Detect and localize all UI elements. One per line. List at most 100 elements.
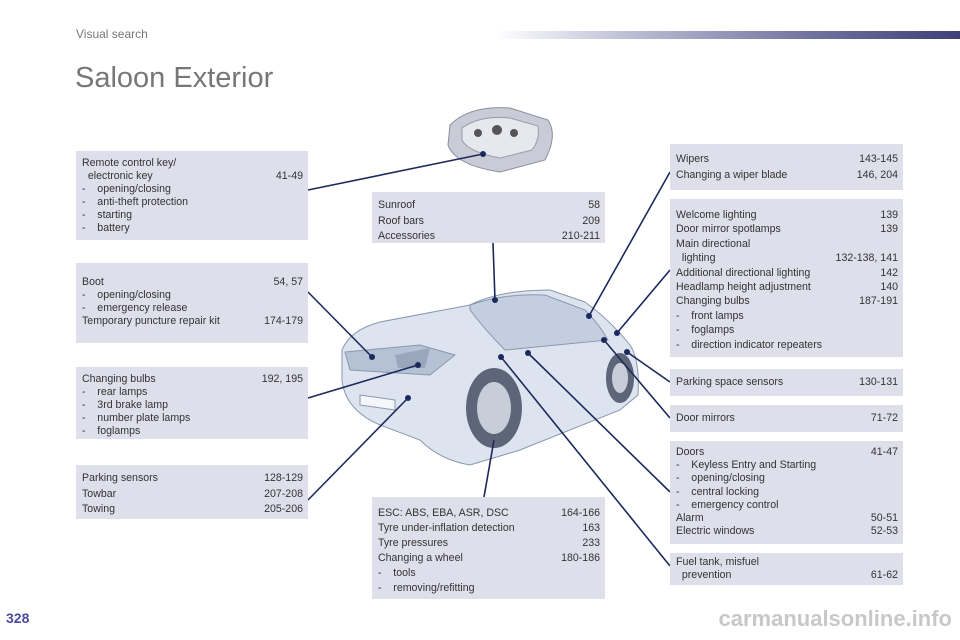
entry-pages: 143-145 [859,153,898,165]
index-entry: Changing bulbs 192, 195 [82,373,303,386]
index-entry: Main directional [676,237,898,251]
entry-label: - opening/closing [82,289,171,301]
index-entry: - emergency release [82,302,303,315]
section-label: Visual search [76,27,148,41]
index-entry: - tools [378,566,600,581]
entry-label: electronic key [82,170,153,182]
entry-label: Headlamp height adjustment [676,281,811,294]
leader-dots [369,151,630,401]
entry-label: Towbar [82,487,117,500]
entry-pages: 207-208 [264,487,303,500]
index-entry: Remote control key/ [82,157,303,170]
index-entry: Electric windows 52-53 [676,525,898,538]
entry-label: - tools [378,567,416,579]
index-entry: - foglamps [676,323,898,337]
entry-pages: 128-129 [264,472,303,484]
entry-label: Changing bulbs [676,295,750,308]
entry-label: Changing bulbs [82,373,156,385]
index-entry: - Keyless Entry and Starting [676,459,898,472]
entry-label: - Keyless Entry and Starting [676,459,817,472]
index-entry: - front lamps [676,309,898,323]
entry-pages: 52-53 [870,525,898,538]
entry-pages: 54, 57 [273,276,303,288]
index-entry: - emergency control [676,499,898,512]
entry-label: Alarm [676,512,704,525]
index-entry: - removing/refitting [378,581,600,596]
entry-label: - rear lamps [82,386,148,398]
entry-pages: 233 [582,537,600,549]
index-entry: - 3rd brake lamp [82,399,303,412]
entry-label: Fuel tank, misfuel [676,556,760,568]
index-entry: - direction indicator repeaters [676,338,898,352]
entry-pages: 174-179 [264,315,303,327]
entry-label: - emergency control [676,498,779,511]
entry-pages: 142 [880,266,898,279]
entry-pages: 180-186 [561,552,600,564]
entry-label: Changing a wheel [378,552,463,564]
index-entry: - rear lamps [82,386,303,399]
entry-pages: 205-206 [264,503,303,515]
entry-label: - central locking [676,485,760,498]
entry-pages: 41-49 [275,170,303,182]
entry-label: Electric windows [676,525,755,538]
entry-label: - removing/refitting [378,582,475,594]
entry-label: - direction indicator repeaters [676,338,823,351]
entry-pages: 132-138, 141 [835,252,898,265]
index-entry: Towbar 207-208 [82,487,303,503]
entry-label: - foglamps [82,425,141,437]
entry-label: Towing [82,503,115,515]
car-body [341,289,639,466]
entry-pages: 61-62 [870,569,898,581]
entry-label: lighting [676,252,716,265]
index-entry: - number plate lamps [82,412,303,425]
boot-box: Boot 54, 57 - opening/closing- emergency r… [76,263,308,343]
entry-label: Wipers [676,153,709,165]
entry-label: - foglamps [676,324,735,337]
index-entry: - battery [82,222,303,235]
entry-pages: 130-131 [859,376,898,388]
entry-label: Accessories [378,230,436,242]
entry-label: - starting [82,209,133,221]
index-entry: - central locking [676,486,898,499]
entry-label: Boot [82,276,104,288]
index-entry: Towing 205-206 [82,502,303,518]
index-entry: Fuel tank, misfuel [676,556,898,569]
entry-pages: 192, 195 [261,373,303,385]
page-number: 328 [6,610,30,626]
index-entry: Wipers 143-145 [676,151,898,167]
index-entry: Boot 54, 57 [82,276,303,289]
entry-label: - emergency release [82,302,188,314]
entry-label: Additional directional lighting [676,266,811,279]
entry-label: - opening/closing [82,183,171,195]
index-entry: - opening/closing [676,472,898,485]
index-entry: - starting [82,209,303,222]
entry-label: Roof bars [378,214,424,227]
entry-pages: 163 [582,522,600,534]
entry-label: Tyre under-inflation detection [378,522,515,534]
rear-bulbs-box: Changing bulbs 192, 195 - rear lamps- 3rd … [76,367,308,439]
entry-pages: 41-47 [870,446,898,458]
key-fob-image [447,107,553,173]
page-title: Saloon Exterior [75,62,274,94]
index-entry: - foglamps [82,425,303,438]
entry-label: - 3rd brake lamp [82,399,168,411]
entry-label: - front lamps [676,309,744,322]
entry-pages: 58 [588,199,600,211]
entry-label: Main directional [676,237,751,250]
index-entry: - opening/closing [82,289,303,302]
